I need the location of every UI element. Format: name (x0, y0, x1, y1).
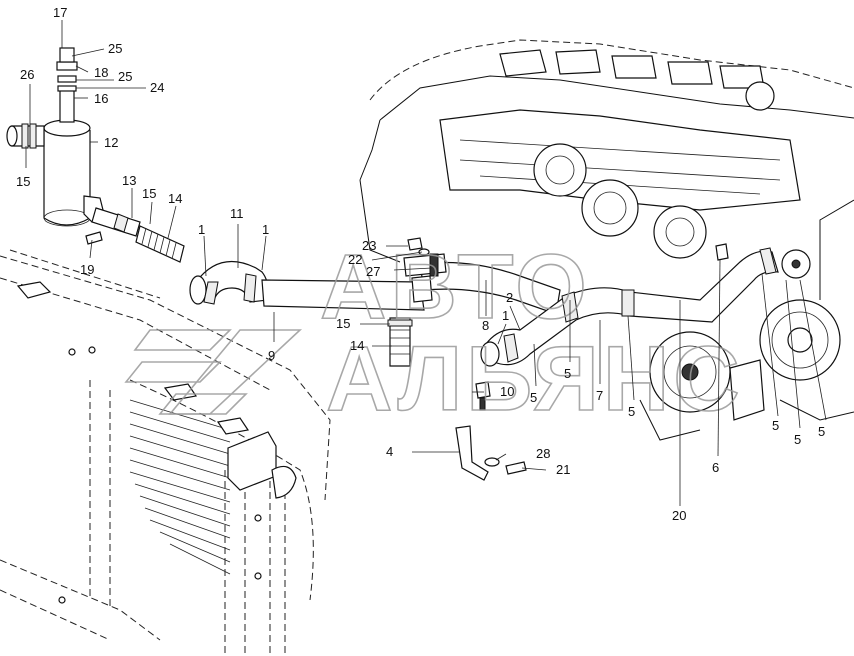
callout-16: 16 (94, 91, 108, 106)
callout-26: 26 (20, 67, 34, 82)
radiator (0, 249, 331, 656)
radiator-mount-pad (163, 383, 198, 401)
expansion-tank (6, 47, 105, 227)
callout-11: 11 (230, 206, 244, 221)
leader-lines (25, 20, 827, 506)
engine-pipe (480, 247, 779, 367)
callout-5: 5 (628, 404, 635, 419)
callout-5: 5 (818, 424, 825, 439)
callout-6: 5 (794, 432, 801, 447)
bypass-hose (387, 317, 413, 367)
callout-1: 1 (502, 308, 509, 323)
callout-20: 21 (556, 462, 570, 477)
callout-27: 27 (366, 264, 380, 279)
callout-14: 14 (168, 191, 182, 206)
callout-7: 7 (596, 388, 603, 403)
callout-13: 13 (122, 173, 136, 188)
callout-15: 15 (142, 186, 156, 201)
callout-21: 28 (536, 446, 550, 461)
callout-5: 5 (564, 366, 571, 381)
callout-17: 17 (53, 5, 67, 20)
radiator-mount-pad (16, 281, 52, 299)
callout-9: 9 (268, 348, 275, 363)
tank-outlet-hose (85, 207, 185, 263)
mounting-bracket (455, 381, 527, 481)
callout-15: 15 (16, 174, 30, 189)
radiator-mount-pad (216, 417, 250, 435)
radiator-inlet-stub (271, 465, 297, 499)
engine-block (359, 39, 854, 441)
callout-15: 15 (336, 316, 350, 331)
callout-10: 10 (500, 384, 514, 399)
callout-12: 12 (104, 135, 118, 150)
watermark: АВТО АЛЬЯНС (124, 235, 744, 431)
callout-28: 4 (386, 444, 393, 459)
radiator-inlet-bracket (227, 431, 277, 491)
callout-19: 19 (80, 262, 94, 277)
radiator-hose (189, 260, 425, 311)
callout-22: 22 (348, 252, 362, 267)
callout-25: 25 (108, 41, 122, 56)
callout-1: 1 (198, 222, 205, 237)
callout-1: 1 (262, 222, 269, 237)
callout-23: 23 (362, 238, 376, 253)
callout-18: 18 (94, 65, 108, 80)
callout-14: 14 (350, 338, 364, 353)
callout-2: 2 (506, 290, 513, 305)
callout-24: 24 (150, 80, 164, 95)
callout-8: 8 (482, 318, 489, 333)
callout-25: 25 (118, 69, 132, 84)
callout-5: 5 (772, 418, 779, 433)
watermark-line-1: АВТО (320, 236, 591, 338)
watermark-logo (124, 329, 303, 415)
callout-5: 5 (530, 390, 537, 405)
watermark-line-2: АЛЬЯНС (326, 328, 744, 430)
callout-4: 6 (712, 460, 719, 475)
radiator-core (129, 399, 231, 575)
callout-3: 20 (672, 508, 686, 523)
part-callouts: 17 25 26 18 25 24 16 12 15 13 15 14 11 1… (16, 5, 825, 523)
